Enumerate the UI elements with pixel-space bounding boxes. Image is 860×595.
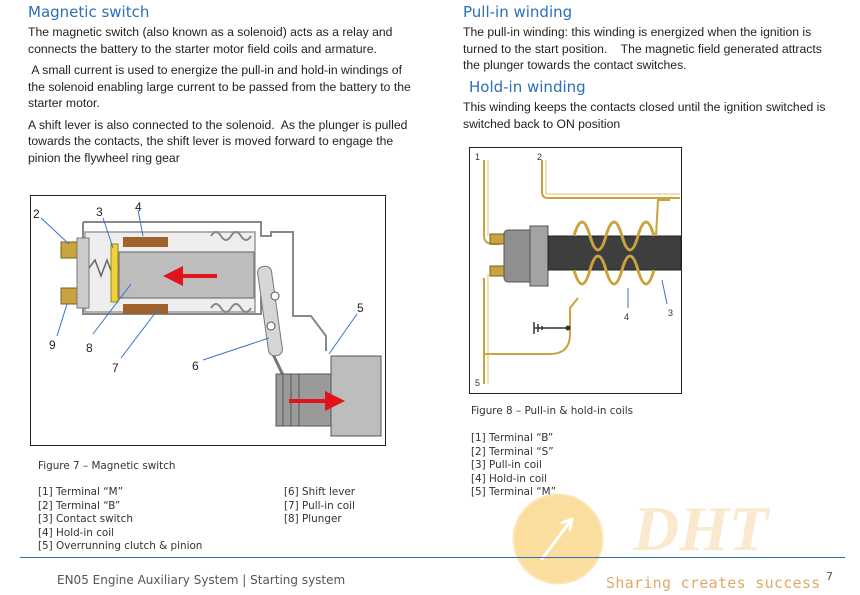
arrow-right-icon [325, 391, 345, 411]
hold-in-winding-heading: Hold-in winding [469, 78, 586, 96]
legend-item: [1] Terminal “B” [471, 432, 554, 444]
legend-item: [3] Pull-in coil [471, 459, 542, 472]
watermark-logo-text: DHT [633, 493, 769, 564]
page-number: 7 [826, 570, 833, 583]
legend-item: [2] Terminal “B” [38, 499, 121, 512]
paragraph: A shift lever is also connected to the s… [28, 117, 408, 165]
magnetic-switch-text: The magnetic switch (also known as a sol… [28, 24, 413, 166]
legend-item: [4] Hold-in coil [38, 526, 115, 539]
legend-item: [7] Pull-in coil [284, 499, 355, 512]
figure-7-caption: Figure 7 – Magnetic switch [38, 460, 176, 472]
paragraph: The magnetic switch (also known as a sol… [28, 25, 393, 56]
pull-in-winding-text: The pull-in winding: this winding is ene… [463, 25, 822, 72]
callout-label: 7 [112, 361, 119, 375]
magnetic-switch-diagram: 2 3 4 5 6 7 8 9 [33, 200, 382, 437]
watermark-tagline: Sharing creates success [606, 574, 821, 592]
hold-in-coil-bottom [123, 304, 168, 314]
callout-label: 5 [357, 301, 364, 315]
callout-label: 4 [135, 200, 142, 214]
figure-7-legend-col2: [6] Shift lever [7] Pull-in coil [8] Plu… [284, 486, 355, 527]
arrow-left-icon [163, 266, 183, 286]
figure-7-legend-col1: [1] Terminal “M” [2] Terminal “B” [3] Co… [38, 486, 202, 554]
callout-label: 3 [96, 205, 103, 219]
callout-label: 2 [537, 152, 542, 162]
legend-item: [4] Hold-in coil [471, 472, 548, 485]
legend-item: [3] Contact switch [38, 513, 133, 526]
figure-8-legend: [1] Terminal “B” [2] Terminal “S” [3] Pu… [471, 432, 556, 500]
contact-switch [110, 243, 119, 303]
magnetic-switch-heading: Magnetic switch [28, 3, 150, 21]
callout-label: 5 [475, 378, 480, 388]
callout-label: 6 [192, 359, 199, 373]
paragraph: A small current is used to energize the … [28, 63, 411, 110]
shift-lever [257, 265, 283, 357]
hold-in-winding-text: This winding keeps the contacts closed u… [463, 100, 826, 131]
callout-label: 9 [49, 338, 56, 352]
hold-in-coil-top [123, 237, 168, 247]
figure-7-magnetic-switch: 2 3 4 5 6 7 8 9 [30, 195, 386, 446]
legend-item: [5] Terminal “M” [471, 486, 556, 499]
legend-item: [2] Terminal “S” [471, 445, 554, 458]
footer-divider [20, 557, 845, 558]
legend-item: [6] Shift lever [284, 486, 356, 498]
callout-label: 4 [624, 312, 629, 322]
legend-item: [8] Plunger [284, 513, 342, 526]
hold-in-coil [572, 254, 656, 286]
coil-diagram: 1 2 3 4 5 [475, 152, 681, 388]
callout-label: 2 [33, 207, 40, 221]
pull-in-coil [572, 220, 656, 252]
callout-label: 3 [668, 308, 673, 318]
legend-item: [1] Terminal “M” [38, 486, 123, 498]
pull-in-winding-heading: Pull-in winding [463, 3, 573, 21]
footer-title: EN05 Engine Auxiliary System | Starting … [57, 573, 346, 587]
legend-item: [5] Overrunning clutch & pinion [38, 540, 203, 553]
figure-8-pull-in-hold-in-coils: 1 2 3 4 5 [469, 147, 682, 394]
figure-8-caption: Figure 8 – Pull-in & hold-in coils [471, 405, 634, 417]
plunger [547, 235, 681, 271]
callout-label: 8 [86, 341, 93, 355]
callout-label: 1 [475, 152, 480, 162]
watermark-logo-icon [512, 493, 604, 585]
